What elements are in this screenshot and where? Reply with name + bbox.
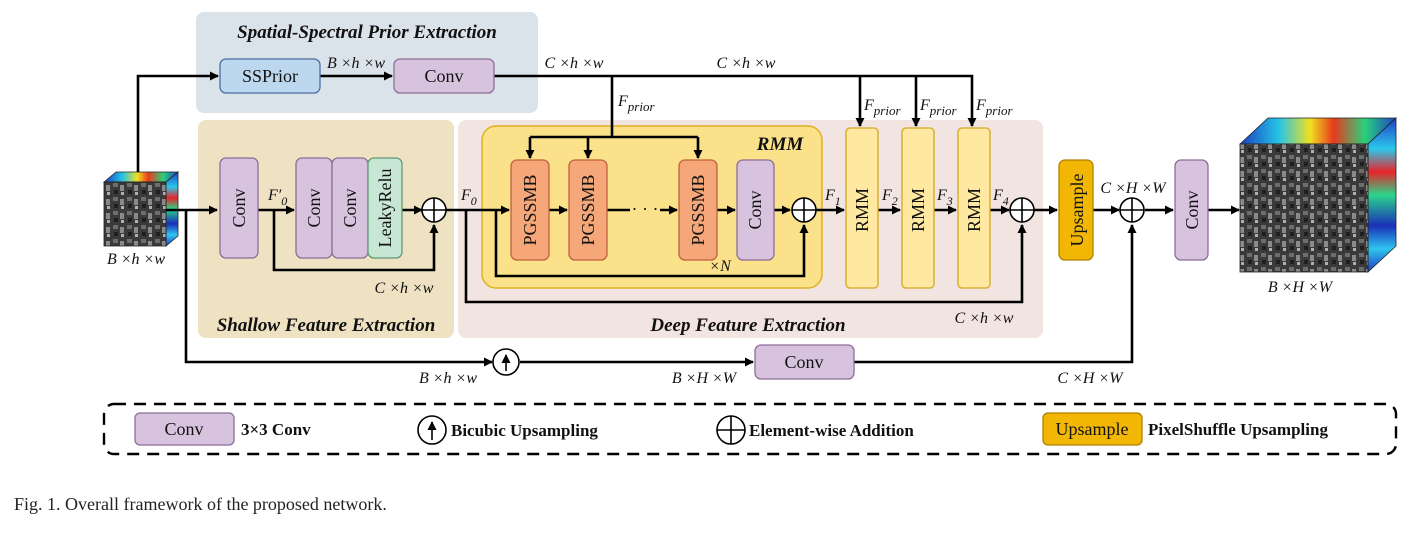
- bottom-right-dim: C ×H ×W: [1057, 370, 1124, 387]
- f0-label: F0: [460, 187, 477, 208]
- pgssmb-block-2: [568, 159, 608, 261]
- input-dim-label: B ×h ×w: [107, 251, 165, 268]
- prior-out-dim: C ×h ×w: [545, 55, 604, 72]
- deep-region-title: Deep Feature Extraction: [649, 315, 845, 336]
- rmm-conv-label: Conv: [745, 190, 765, 229]
- prior-branch-dim: C ×h ×w: [717, 55, 776, 72]
- prior-conv-block: [393, 58, 495, 94]
- input-image-cube: [102, 171, 180, 247]
- rmm-conv-block: [736, 159, 775, 261]
- legend-add-icon: [716, 415, 746, 445]
- f-prior-label-4: Fprior: [975, 97, 1013, 118]
- shallow-conv-label: Conv: [229, 188, 249, 227]
- shallow-conv-label-2: Conv: [304, 188, 324, 227]
- f2-label: F2: [881, 187, 898, 208]
- legend-conv-box-label: Conv: [164, 419, 203, 439]
- f0-prime-label: F′0: [267, 187, 287, 208]
- f3-label: F3: [936, 187, 953, 208]
- prior-region-title: Spatial-Spectral Prior Extraction: [237, 22, 497, 43]
- f4-label: F4: [992, 187, 1009, 208]
- rmm-region-title: RMM: [756, 134, 805, 155]
- ssprior-block: [219, 58, 321, 94]
- pgssmb-label-2: PGSSMB: [578, 174, 598, 245]
- pgssmb-label-1: PGSSMB: [520, 174, 540, 245]
- shallow-conv-label-3: Conv: [340, 188, 360, 227]
- legend-bicubic-desc: Bicubic Upsampling: [451, 421, 598, 440]
- legend-upsample-box-label: Upsample: [1056, 419, 1129, 439]
- rmm-block-1: [845, 127, 879, 289]
- f-prior-label-1: Fprior: [617, 93, 655, 114]
- f-prior-label-3: Fprior: [919, 97, 957, 118]
- up-dim: C ×H ×W: [1100, 180, 1167, 197]
- bottom-mid-dim: B ×H ×W: [672, 370, 738, 387]
- rmm-label-3: RMM: [964, 188, 984, 232]
- upsample-block: [1058, 159, 1094, 261]
- legend-conv-desc: 3×3 Conv: [241, 420, 311, 439]
- shallow-region-title: Shallow Feature Extraction: [217, 315, 436, 336]
- output-dim-label: B ×H ×W: [1268, 279, 1334, 296]
- figure-caption: Fig. 1. Overall framework of the propose…: [14, 494, 387, 514]
- add-node-shallow: [421, 197, 447, 223]
- bottom-conv-label: Conv: [784, 352, 823, 372]
- final-conv-block: [1174, 159, 1209, 261]
- legend-upsample-desc: PixelShuffle Upsampling: [1148, 420, 1328, 439]
- ssprior-label: SSPrior: [242, 66, 298, 86]
- shallow-conv-block: [219, 157, 259, 259]
- bottom-conv-block: [754, 344, 855, 380]
- pgssmb-label-n: PGSSMB: [688, 174, 708, 245]
- rmm-label-2: RMM: [908, 188, 928, 232]
- legend: Conv 3×3 Conv Bicubic Upsampling Element…: [102, 402, 1398, 456]
- bicubic-node: [492, 348, 520, 376]
- legend-add-desc: Element-wise Addition: [749, 421, 914, 440]
- pgssmb-block-n: [678, 159, 718, 261]
- output-image-cube: [1238, 117, 1398, 273]
- rmm-block-3: [957, 127, 991, 289]
- add-node-rmm: [791, 197, 817, 223]
- legend-conv-box: [134, 412, 235, 446]
- prior-conv-label: Conv: [424, 66, 463, 86]
- f1-label: F1: [824, 187, 841, 208]
- rmm-label-1: RMM: [852, 188, 872, 232]
- times-n-label: ×N: [709, 258, 732, 275]
- bottom-left-dim: B ×h ×w: [419, 370, 477, 387]
- final-conv-label: Conv: [1182, 190, 1202, 229]
- pgssmb-ellipsis: · · ·: [632, 199, 659, 219]
- rmm-block-2: [901, 127, 935, 289]
- deep-skip-dim: C ×h ×w: [955, 310, 1014, 327]
- shallow-skip-dim: C ×h ×w: [375, 280, 434, 297]
- add-node-deep: [1009, 197, 1035, 223]
- upsample-label: Upsample: [1067, 173, 1087, 246]
- legend-bicubic-icon: [417, 415, 447, 445]
- f-prior-label-2: Fprior: [863, 97, 901, 118]
- leakyrelu-label: LeakyRelu: [375, 169, 395, 248]
- prior-mid-dim: B ×h ×w: [327, 55, 385, 72]
- leakyrelu-block: [367, 157, 403, 259]
- add-node-final: [1119, 197, 1145, 223]
- pgssmb-block-1: [510, 159, 550, 261]
- legend-upsample-box: [1042, 412, 1143, 446]
